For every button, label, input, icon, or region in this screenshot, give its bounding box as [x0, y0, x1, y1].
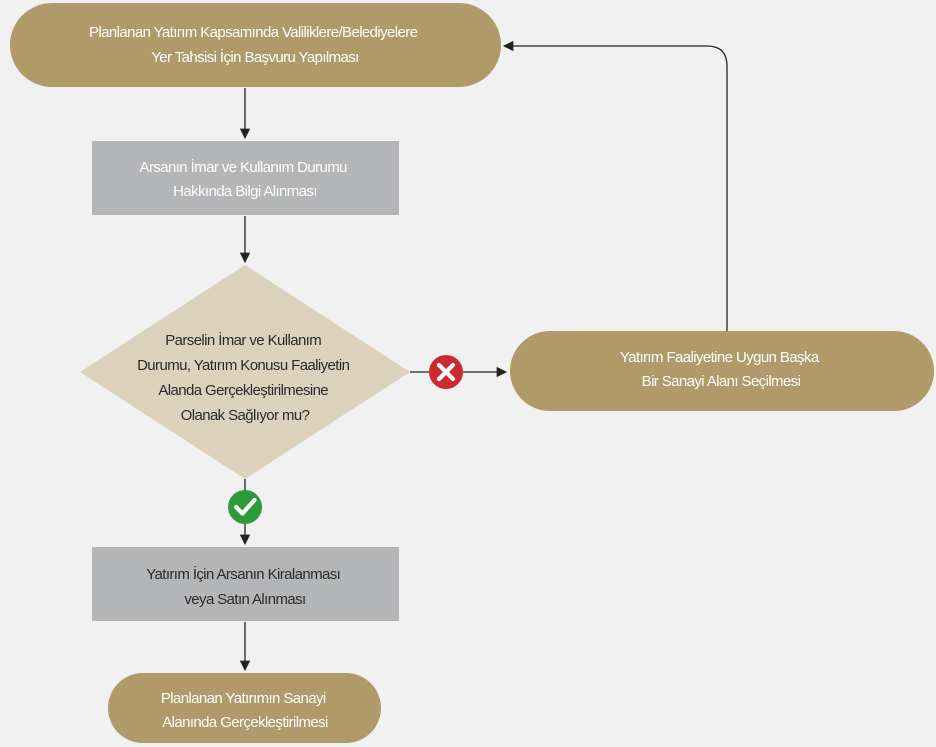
info-node-line2: Hakkında Bilgi Alınması: [173, 183, 317, 200]
info-node: Arsanın İmar ve Kullanım Durumu Hakkında…: [92, 141, 399, 215]
start-node-line1: Planlanan Yatırım Kapsamında Valiliklere…: [89, 24, 418, 41]
svg-text:Arsanın İmar ve Kullanım Durum: Arsanın İmar ve Kullanım Durumu Hakkında…: [140, 158, 351, 200]
decision-node-line3: Alanda Gerçekleştirilmesine: [158, 382, 328, 399]
no-icon: [429, 355, 463, 389]
end-node-line2: Alanında Gerçekleştirilmesi: [162, 714, 328, 731]
start-node: Planlanan Yatırım Kapsamında Valiliklere…: [10, 3, 501, 87]
alternative-node-line2: Bir Sanayi Alanı Seçilmesi: [642, 373, 801, 390]
start-node-shape: [10, 3, 501, 87]
arrow-alternative-to-start: [502, 40, 728, 331]
svg-text:Parselin İmar ve Kullanım: Parselin İmar ve Kullanım Durumu, Yatırı…: [137, 331, 353, 424]
decision-node-shape: [80, 265, 410, 479]
close-x-icon: [436, 362, 456, 382]
info-node-shape: [92, 141, 399, 215]
info-node-line1: Arsanın İmar ve Kullanım Durumu: [140, 158, 348, 176]
decision-node-line2: Durumu, Yatırım Konusu Faaliyetin: [137, 357, 350, 374]
alternative-node-shape: [510, 331, 934, 411]
svg-text:Planlanan Yatırım Kapsamında V: Planlanan Yatırım Kapsamında Valiliklere…: [89, 24, 421, 66]
yes-icon-circle: [228, 490, 262, 524]
lease-node-shape: [92, 547, 399, 621]
checkmark-icon: [233, 497, 257, 516]
end-node: Planlanan Yatırımın Sanayi Alanında Gerç…: [108, 673, 381, 743]
alternative-node: Yatırım Faaliyetine Uygun Başka Bir Sana…: [510, 331, 934, 411]
decision-node: Parselin İmar ve Kullanım Durumu, Yatırı…: [80, 265, 410, 479]
decision-node-line4: Olanak Sağlıyor mu?: [181, 407, 310, 424]
decision-node-line1: Parselin İmar ve Kullanım: [165, 331, 321, 349]
svg-text:Yatırım Faaliyetine Uygun Başk: Yatırım Faaliyetine Uygun Başka Bir Sana…: [620, 349, 822, 390]
end-node-line1: Planlanan Yatırımın Sanayi: [161, 690, 326, 707]
end-node-shape: [108, 673, 381, 743]
start-node-line2: Yer Tahsisi İçin Başvuru Yapılması: [151, 48, 359, 66]
lease-node-line2: veya Satın Alınması: [184, 591, 305, 608]
alternative-node-line1: Yatırım Faaliyetine Uygun Başka: [620, 349, 820, 366]
lease-node: Yatırım İçin Arsanın Kiralanması veya Sa…: [92, 547, 399, 621]
yes-icon: [228, 490, 262, 524]
lease-node-line1: Yatırım İçin Arsanın Kiralanması: [146, 565, 340, 583]
svg-text:Yatırım İçin Arsanın Kiralanma: Yatırım İçin Arsanın Kiralanması veya Sa…: [146, 565, 344, 608]
svg-text:Planlanan Yatırımın Sanayi: Planlanan Yatırımın Sanayi Alanında Gerç…: [161, 690, 329, 731]
